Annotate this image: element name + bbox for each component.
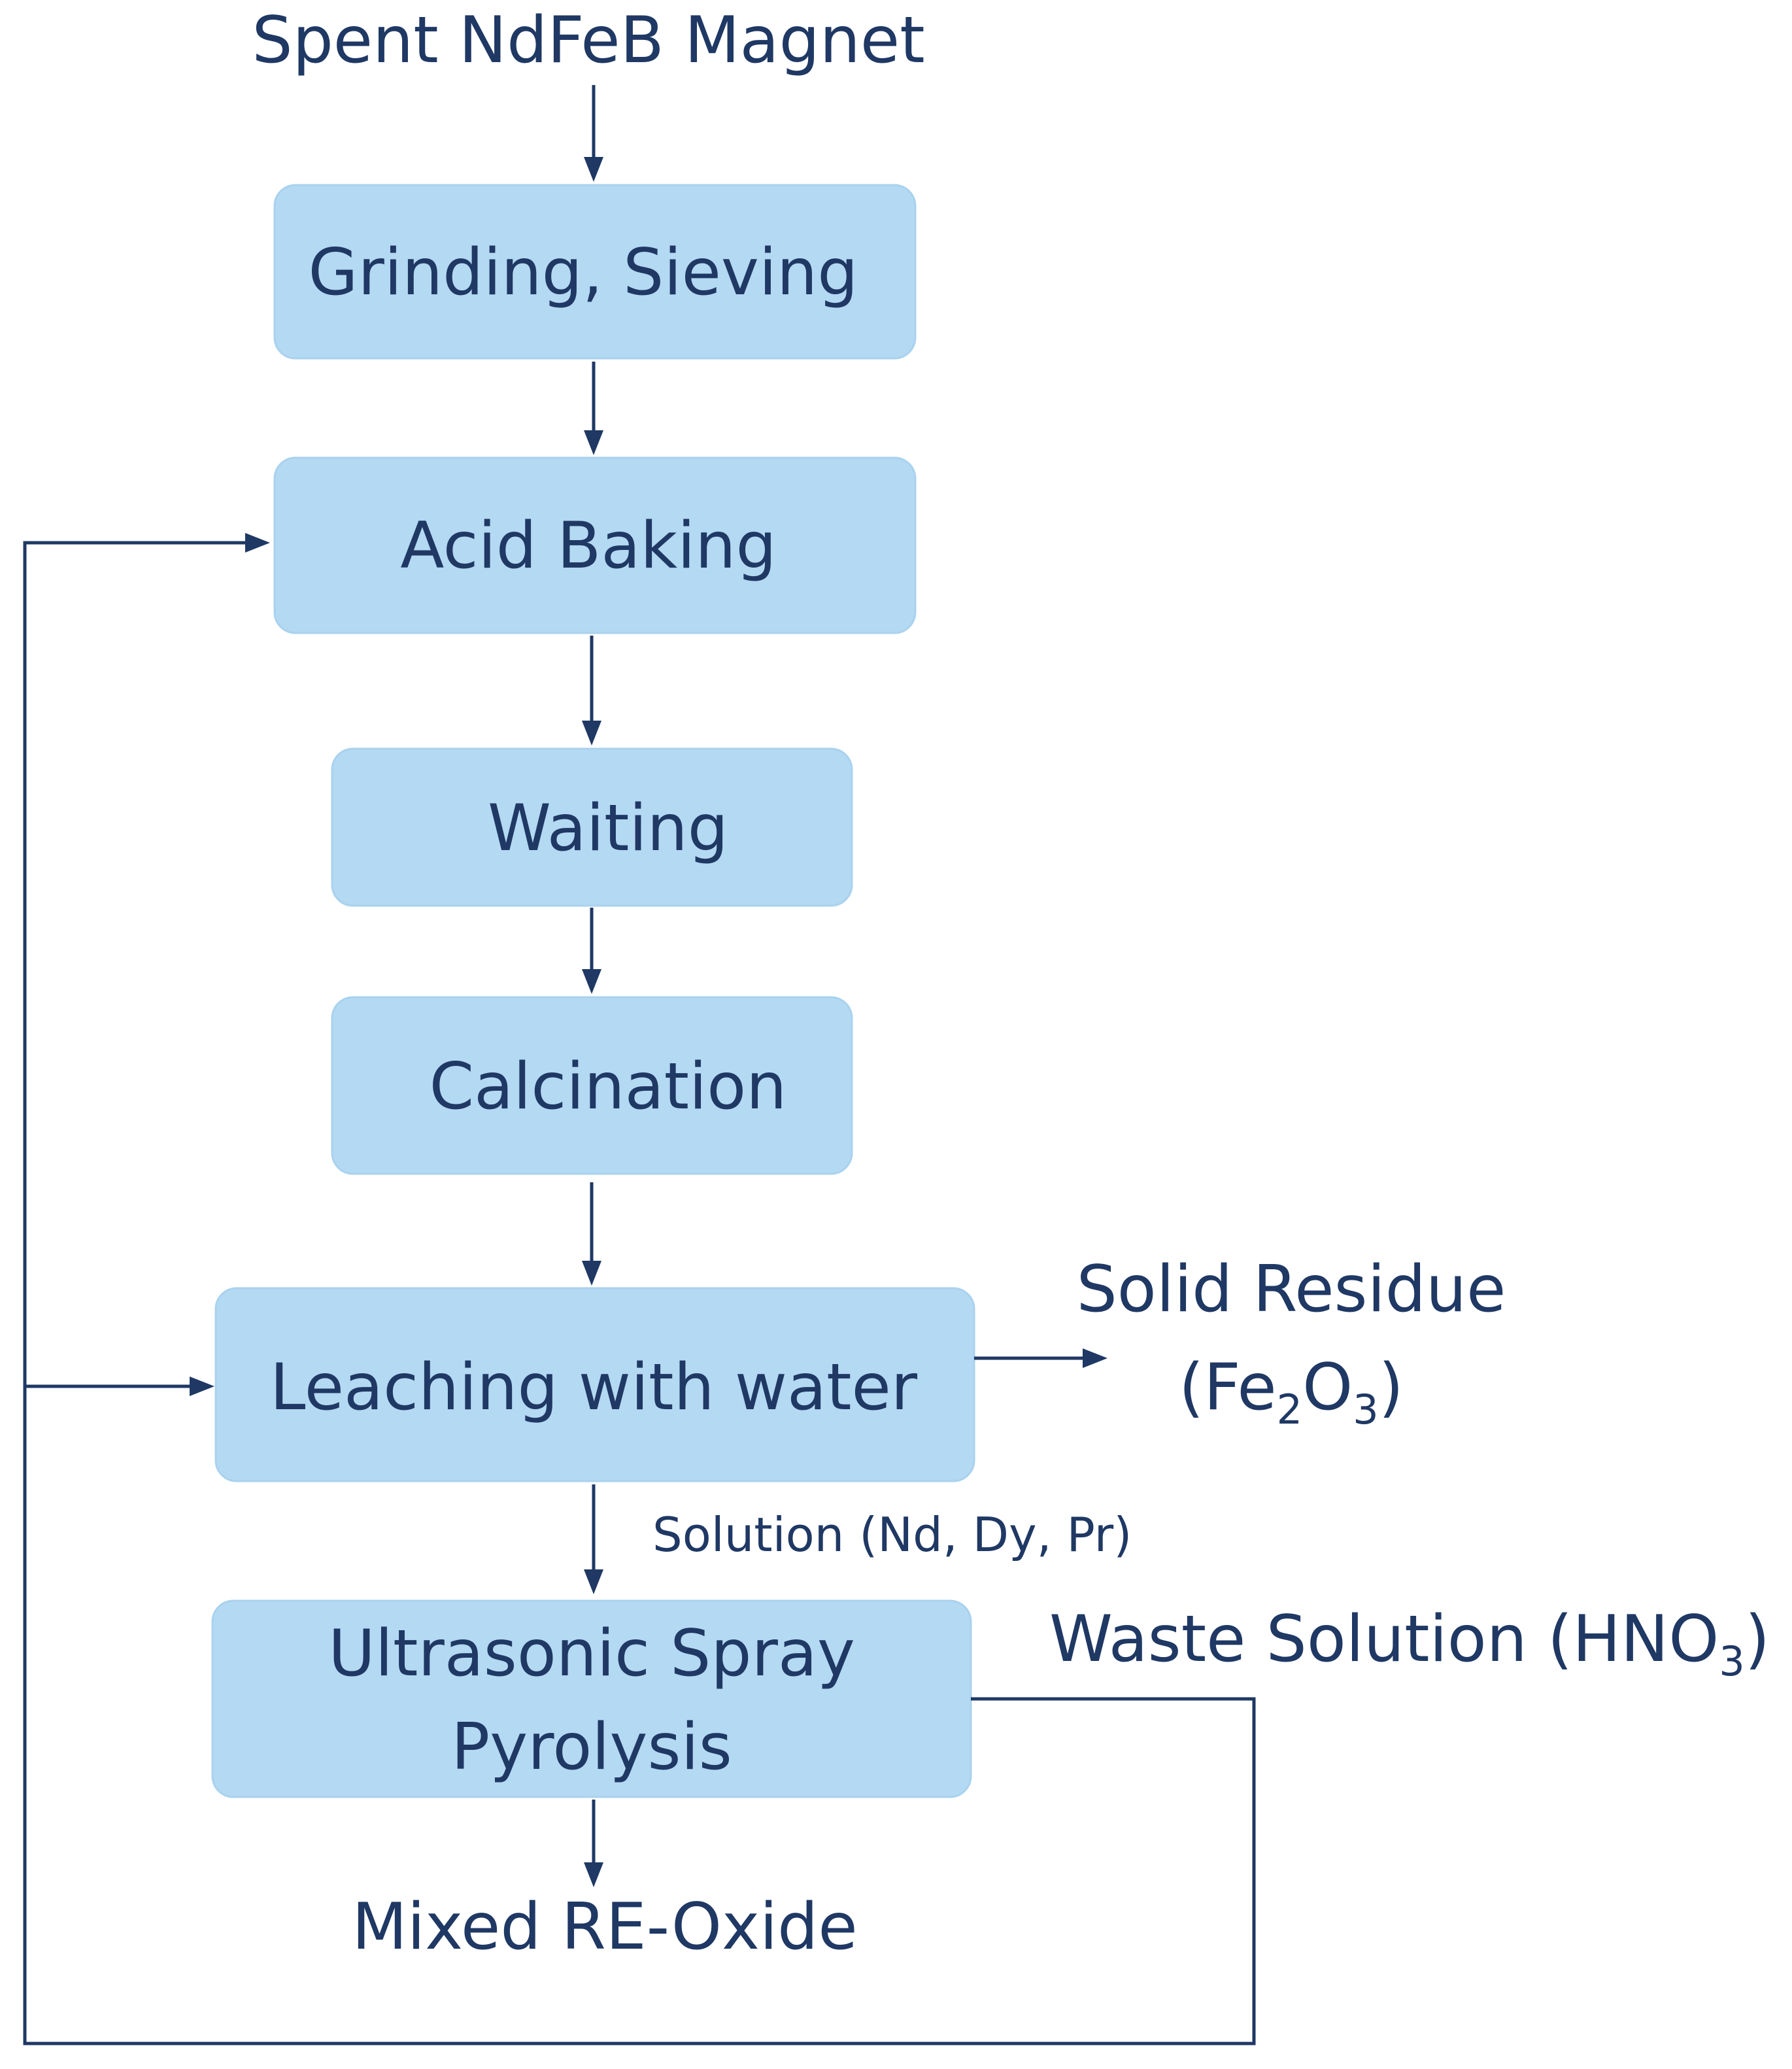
hno3-subscript: 3 (1719, 1637, 1744, 1685)
fe-text: (Fe (1179, 1350, 1277, 1425)
waste-solution-label: Waste Solution (HNO3) (1049, 1602, 1770, 1685)
product-label: Mixed RE-Oxide (352, 1890, 857, 1964)
step-ultrasonic-spray-pyrolysis: Ultrasonic Spray Pyrolysis (211, 1599, 972, 1798)
o-subscript: 3 (1353, 1386, 1378, 1433)
step-acid-baking: Acid Baking (273, 456, 917, 634)
arrow-waiting-to-calcination (582, 908, 601, 994)
step-usp-label-line2: Pyrolysis (451, 1710, 732, 1785)
step-waiting: Waiting (331, 747, 853, 907)
solution-label: Solution (Nd, Dy, Pr) (652, 1507, 1132, 1562)
step-acid-baking-label: Acid Baking (400, 509, 776, 583)
input-label: Spent NdFeB Magnet (252, 3, 924, 78)
waste-solution-close: ) (1745, 1602, 1770, 1677)
o-text: O (1302, 1350, 1353, 1425)
step-grinding-sieving: Grinding, Sieving (273, 184, 917, 360)
solid-residue-label: Solid Residue (1077, 1252, 1506, 1327)
arrow-calcination-to-leaching (582, 1182, 601, 1286)
solid-residue-formula: (Fe2O3) (1179, 1350, 1404, 1433)
formula-close: ) (1379, 1350, 1404, 1425)
step-leaching-with-water: Leaching with water (214, 1287, 975, 1482)
arrow-acid-baking-to-waiting (582, 636, 601, 745)
arrow-input-to-grinding (584, 85, 603, 182)
step-waiting-label: Waiting (488, 791, 728, 866)
waste-solution-text: Waste Solution (HNO (1049, 1602, 1719, 1677)
arrow-usp-to-product (584, 1800, 603, 1887)
step-grinding-sieving-label: Grinding, Sieving (309, 235, 858, 310)
fe-subscript: 2 (1277, 1386, 1302, 1433)
step-usp-label-line1: Ultrasonic Spray (328, 1616, 855, 1691)
step-calcination: Calcination (331, 996, 853, 1175)
recycle-loop-connector (23, 533, 1256, 2045)
arrow-leaching-to-usp (584, 1484, 603, 1594)
arrow-grinding-to-acid-baking (584, 362, 603, 455)
step-calcination-label: Calcination (430, 1050, 787, 1124)
step-leaching-label: Leaching with water (270, 1350, 918, 1425)
arrow-leaching-to-solid-residue (974, 1348, 1107, 1368)
